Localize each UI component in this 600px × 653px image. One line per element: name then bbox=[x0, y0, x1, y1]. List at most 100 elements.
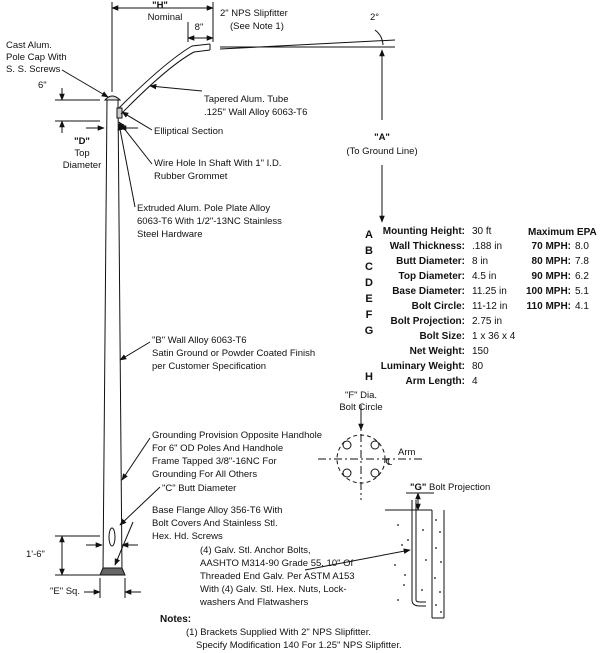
pole-plate-callout-3: Steel Hardware bbox=[137, 229, 203, 240]
handhole bbox=[108, 527, 116, 547]
spec-letter-h: H bbox=[365, 371, 373, 383]
spec-value: 11-12 in bbox=[472, 301, 508, 312]
dim-6-label: 6" bbox=[38, 80, 47, 91]
epa-title: Maximum EPA bbox=[528, 227, 597, 238]
spec-label: Base Diameter: bbox=[392, 286, 465, 297]
butt-diameter-callout: "C" Butt Diameter bbox=[162, 483, 237, 494]
epa-label: 110 MPH: bbox=[526, 301, 571, 312]
bolt-projection-text: Bolt Projection bbox=[426, 482, 491, 493]
spec-value: 11.25 in bbox=[472, 286, 507, 297]
dim-8-label: 8" bbox=[194, 22, 204, 33]
dim-h-sub: Nominal bbox=[147, 12, 183, 23]
pole-cap-callout-1: Cast Alum. bbox=[6, 40, 52, 51]
slipfitter-callout-2: (See Note 1) bbox=[230, 21, 284, 32]
pole-plate-callout-2: 6063-T6 With 1/2"-13NC Stainless bbox=[137, 216, 282, 227]
spec-label: Luminary Weight: bbox=[380, 361, 465, 372]
grounding-callout-2: For 6" OD Poles And Handhole bbox=[152, 443, 284, 454]
tapered-tube-callout-2: .125" Wall Alloy 6063-T6 bbox=[204, 107, 308, 118]
epa-value: 5.1 bbox=[575, 286, 589, 297]
spec-label: Butt Diameter: bbox=[396, 256, 465, 267]
spec-letter-f: F bbox=[365, 309, 373, 321]
anchor-bolt-callout-3: Threaded End Galv. Per ASTM A153 bbox=[200, 571, 355, 582]
spec-value: 1 x 36 x 4 bbox=[472, 331, 516, 342]
grounding-callout-4: Grounding For All Others bbox=[152, 469, 258, 480]
epa-label: 100 MPH: bbox=[525, 286, 571, 297]
anchor-bolt-callout-5: washers And Flatwashers bbox=[200, 597, 309, 608]
base-flange-callout-1: Base Flange Alloy 356-T6 With bbox=[152, 505, 283, 516]
anchor-bolt-callout-1: (4) Galv. Stl. Anchor Bolts, bbox=[200, 545, 311, 556]
dim-h-label: "H" bbox=[152, 0, 168, 11]
dim-a-sub: (To Ground Line) bbox=[346, 146, 418, 157]
anchor-bolt-callout-2: AASHTO M314-90 Grade 55, 10" Of bbox=[200, 558, 354, 569]
epa-value: 7.8 bbox=[575, 256, 589, 267]
spec-letter-d: D bbox=[365, 277, 373, 289]
epa-value: 4.1 bbox=[575, 301, 589, 312]
spec-letter-a: A bbox=[365, 229, 373, 241]
dim-e-label: "E" Sq. bbox=[50, 586, 80, 597]
wire-hole-callout-1: Wire Hole In Shaft With 1" I.D. bbox=[154, 158, 282, 169]
dim-d-sub1: Top bbox=[74, 148, 90, 159]
spec-label: Arm Length: bbox=[405, 376, 465, 387]
spec-label: Top Diameter: bbox=[398, 271, 466, 282]
pole-plate-callout-1: Extruded Alum. Pole Plate Alloy bbox=[137, 203, 271, 214]
base-flange-callout-3: Hex. Hd. Screws bbox=[152, 531, 223, 542]
dim-d-label: "D" bbox=[74, 136, 90, 147]
spec-letter-b: B bbox=[365, 245, 373, 257]
spec-label: Bolt Circle: bbox=[411, 301, 465, 312]
anchor-bolt bbox=[411, 500, 426, 607]
wire-hole-callout-2: Rubber Grommet bbox=[154, 171, 228, 182]
dim-a-label: "A" bbox=[374, 132, 390, 143]
tapered-arm bbox=[118, 43, 211, 115]
base-flange bbox=[99, 567, 126, 576]
epa-value: 8.0 bbox=[575, 241, 589, 252]
epa-label: 90 MPH: bbox=[531, 271, 571, 282]
bolt-circle-callout-2: Bolt Circle bbox=[339, 402, 383, 413]
spec-value: 80 bbox=[472, 361, 484, 372]
note-line-1: (1) Brackets Supplied With 2" NPS Slipfi… bbox=[186, 627, 371, 638]
epa-label: 80 MPH: bbox=[531, 256, 571, 267]
spec-letter-e: E bbox=[365, 293, 373, 305]
spec-label: Net Weight: bbox=[409, 346, 465, 357]
slipfitter-callout-1: 2" NPS Slipfitter bbox=[220, 8, 288, 19]
pole-shaft bbox=[102, 99, 123, 573]
spec-label: Wall Thickness: bbox=[389, 241, 465, 252]
pole-cap-callout-2: Pole Cap With bbox=[6, 52, 67, 63]
spec-label: Bolt Projection: bbox=[390, 316, 465, 327]
dim-d-sub2: Diameter bbox=[62, 160, 102, 171]
dim-1-6-label: 1'-6" bbox=[26, 549, 45, 560]
two-degree-label: 2° bbox=[370, 12, 380, 23]
pole-cap-callout-3: S. S. Screws bbox=[6, 64, 61, 75]
tapered-tube-callout-1: Tapered Alum. Tube bbox=[204, 94, 289, 105]
spec-value: 8 in bbox=[472, 256, 489, 267]
spec-label: Bolt Size: bbox=[419, 331, 465, 342]
spec-value: .188 in bbox=[472, 241, 503, 252]
spec-letter-c: C bbox=[365, 261, 373, 273]
spec-value: 4 bbox=[472, 376, 478, 387]
notes-title: Notes: bbox=[160, 614, 192, 625]
b-wall-callout-3: per Customer Specification bbox=[152, 361, 267, 372]
grounding-callout-3: Frame Tapped 3/8"-16NC For bbox=[152, 456, 277, 467]
epa-value: 6.2 bbox=[575, 271, 589, 282]
b-wall-callout-1: "B" Wall Alloy 6063-T6 bbox=[152, 335, 247, 346]
pole-cap bbox=[103, 95, 122, 101]
centerline-symbol: ℄ bbox=[386, 457, 393, 468]
pole-plate bbox=[116, 107, 123, 119]
spec-letter-g: G bbox=[364, 325, 374, 337]
bolt-projection-letter: "G" bbox=[410, 482, 427, 493]
epa-label: 70 MPH: bbox=[531, 241, 571, 252]
arm-label: Arm bbox=[398, 447, 416, 458]
spec-value: 30 ft bbox=[472, 226, 492, 237]
spec-label: Mounting Height: bbox=[382, 226, 465, 237]
bolt-projection-callout: "G" Bolt Projection bbox=[410, 482, 490, 493]
spec-value: 4.5 in bbox=[472, 271, 497, 282]
base-flange-callout-2: Bolt Covers And Stainless Stl. bbox=[152, 518, 278, 529]
grounding-callout-1: Grounding Provision Opposite Handhole bbox=[152, 430, 323, 441]
b-wall-callout-2: Satin Ground or Powder Coated Finish bbox=[152, 348, 316, 359]
foundation bbox=[431, 510, 445, 619]
elliptical-callout: Elliptical Section bbox=[154, 126, 224, 137]
bolt-circle-callout-1: "F" Dia. bbox=[344, 390, 378, 401]
anchor-bolt-callout-4: With (4) Galv. Stl. Hex. Nuts, Lock- bbox=[200, 584, 347, 595]
spec-value: 2.75 in bbox=[472, 316, 503, 327]
spec-value: 150 bbox=[472, 346, 489, 357]
